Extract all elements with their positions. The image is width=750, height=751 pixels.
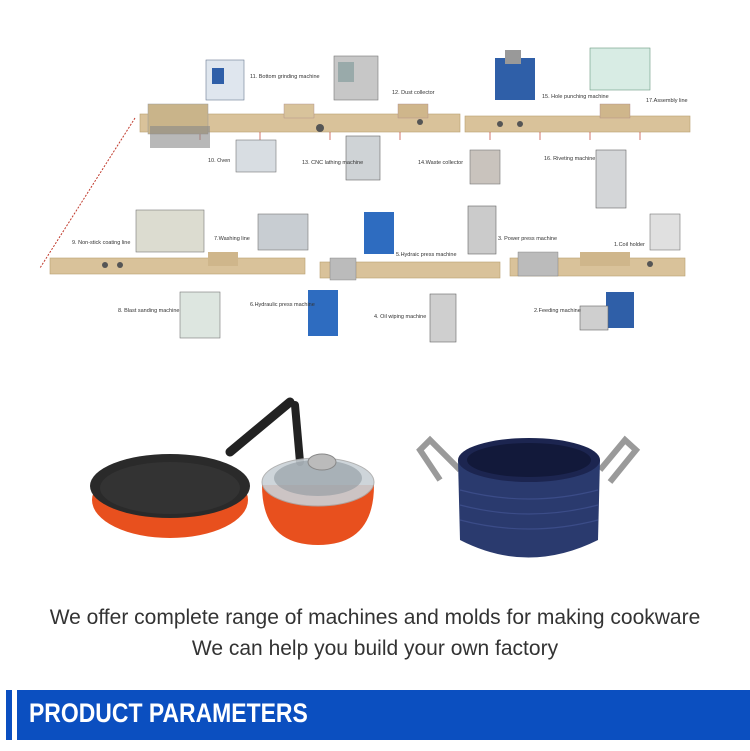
label-hole-punching: 15. Hole punching machine bbox=[542, 94, 609, 100]
banner-bar: PRODUCT PARAMETERS bbox=[17, 690, 750, 740]
label-bottom-grinding: 11. Bottom grinding machine bbox=[250, 74, 320, 80]
tagline-build-factory: We can help you build your own factory bbox=[191, 637, 559, 660]
label-blast-sanding: 8. Blast sanding machine bbox=[118, 308, 179, 314]
banner-title: PRODUCT PARAMETERS bbox=[29, 698, 308, 728]
label-power-press: 3. Power press machine bbox=[498, 236, 557, 242]
label-assembly-line: 17.Assembly line bbox=[646, 98, 688, 104]
saucepan-image bbox=[261, 401, 375, 545]
label-oil-wiping: 4. Oil wiping machine bbox=[374, 314, 426, 320]
label-riveting: 16. Riveting machine bbox=[544, 156, 595, 162]
production-line-diagram: 11. Bottom grinding machine 12. Dust col… bbox=[39, 47, 691, 343]
label-cnc-lathing: 13. CNC lathing machine bbox=[302, 160, 363, 166]
label-dust-collector: 12. Dust collector bbox=[392, 90, 435, 96]
label-feeding: 2.Feeding machine bbox=[534, 308, 581, 314]
machine-thumbnails bbox=[135, 47, 681, 343]
stock-pot-image bbox=[416, 435, 641, 558]
banner-accent-bar bbox=[6, 690, 12, 740]
label-washing-line: 7.Washing line bbox=[214, 236, 250, 242]
product-parameters-banner: PRODUCT PARAMETERS bbox=[0, 690, 750, 740]
label-waste-collector: 14.Waste collector bbox=[418, 160, 463, 166]
cookware-photos bbox=[90, 397, 641, 558]
label-non-stick-coating: 9. Non-stick coating line bbox=[72, 240, 130, 246]
lower-conveyor bbox=[49, 251, 686, 281]
label-hydraulic-press: 6.Hydraulic press machine bbox=[250, 302, 315, 308]
overhead-chain bbox=[39, 117, 136, 269]
label-oven: 10. Oven bbox=[208, 158, 230, 164]
upper-conveyor bbox=[139, 103, 691, 148]
label-coil-holder: 1.Coil holder bbox=[614, 242, 645, 248]
frying-pan-image bbox=[90, 397, 295, 538]
tagline-machines-molds: We offer complete range of machines and … bbox=[49, 606, 701, 629]
label-hydraic-press: 5.Hydraic press machine bbox=[396, 252, 457, 258]
